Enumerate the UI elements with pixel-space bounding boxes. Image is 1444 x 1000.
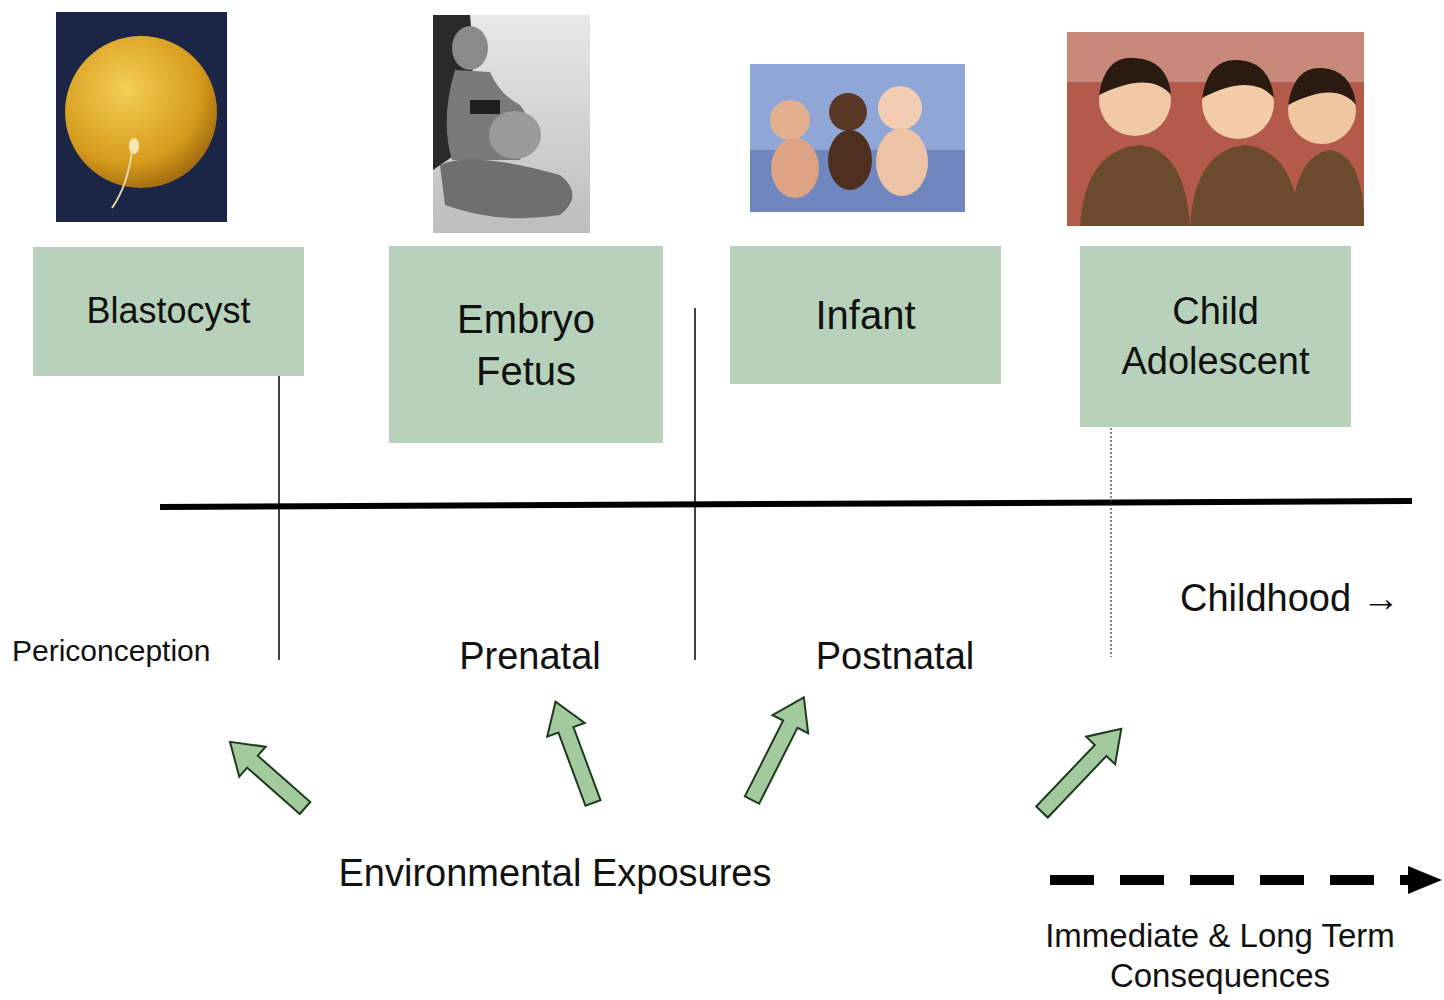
consequence-label: Immediate & Long Term Consequences: [1012, 916, 1428, 995]
arrow-head: [1408, 866, 1442, 894]
infants-photo: [750, 64, 965, 212]
children-photo: [1067, 32, 1364, 226]
consequence-arrow: [1050, 875, 1410, 885]
stage-box: Embryo Fetus: [389, 246, 663, 443]
stage-name: Child Adolescent: [1096, 287, 1336, 386]
stage-box: Blastocyst: [33, 247, 304, 376]
stage-box: Infant: [730, 246, 1001, 384]
stage-name: Infant: [815, 289, 915, 341]
period-label: Periconception: [12, 633, 292, 669]
period-label: Postnatal: [745, 634, 1045, 680]
period-label: Childhood →: [1180, 576, 1436, 622]
exposure-label: Environmental Exposures: [250, 851, 860, 897]
prenatal-photo: [433, 15, 590, 233]
stage-name: Blastocyst: [86, 288, 250, 335]
divider-line: [278, 376, 280, 660]
period-label: Prenatal: [380, 634, 680, 680]
stage-name: Embryo Fetus: [426, 293, 626, 397]
divider-line: [694, 308, 696, 660]
exposure-arrows: [217, 688, 1136, 825]
divider-line: [1110, 428, 1111, 657]
blastocyst-photo: [56, 12, 227, 222]
timeline-axis: [160, 501, 1412, 507]
stage-box: Child Adolescent: [1080, 246, 1351, 427]
